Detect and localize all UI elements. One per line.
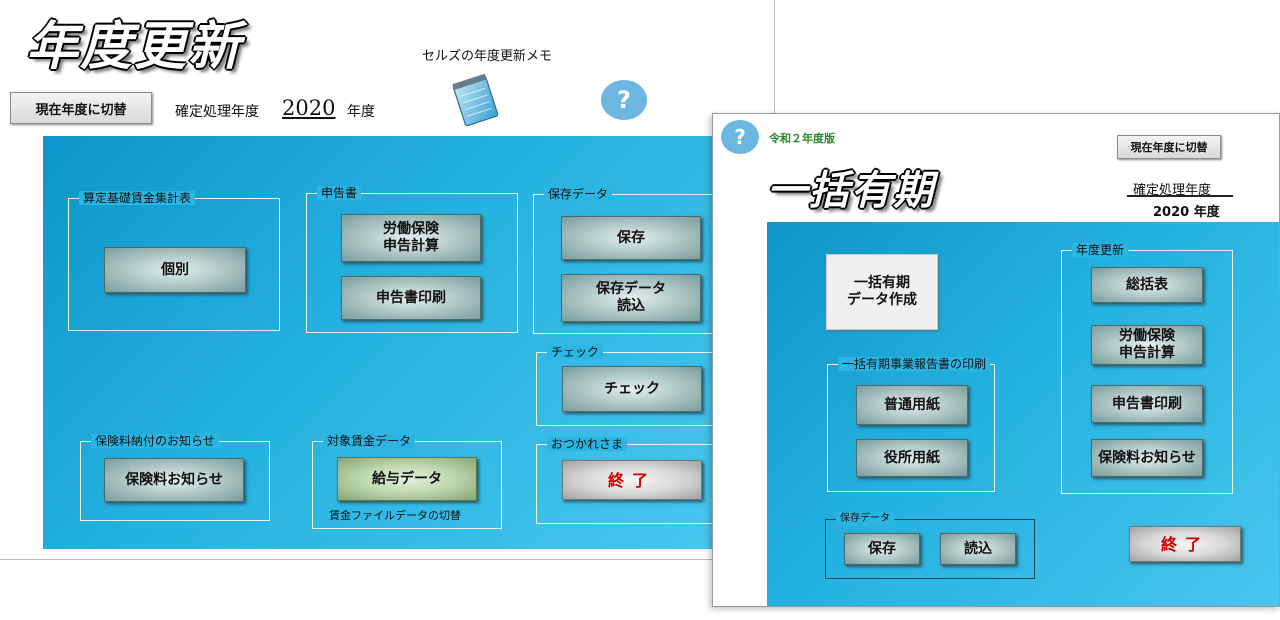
group-check: チェック チェック <box>536 345 723 426</box>
group-title: 保存データ <box>836 512 894 526</box>
exit-button[interactable]: 終了 <box>562 460 702 500</box>
group-hozon: 保存データ 保存 読込 <box>825 512 1035 579</box>
group-title: おつかれさま <box>547 437 628 451</box>
load-button[interactable]: 読込 <box>940 533 1016 565</box>
group-otsukare: おつかれさま 終了 <box>536 437 723 524</box>
switch-current-year-button[interactable]: 現在年度に切替 <box>10 92 152 124</box>
help-icon[interactable]: ? <box>601 80 647 120</box>
group-title: 一括有期事業報告書の印刷 <box>838 357 991 371</box>
office-paper-button[interactable]: 役所用紙 <box>856 439 968 477</box>
kakutei-year-label: 確定処理年度 <box>175 104 259 120</box>
memo-label: セルズの年度更新メモ <box>422 49 553 64</box>
exit-button[interactable]: 終了 <box>1129 526 1241 562</box>
hokenryo-notice-button[interactable]: 保険料お知らせ <box>104 458 244 502</box>
kyuyo-data-button[interactable]: 給与データ <box>337 457 477 501</box>
group-title: 保存データ <box>544 187 613 201</box>
group-santei: 算定基礎賃金集計表 個別 <box>68 191 280 331</box>
nendo-suffix: 年度 <box>347 104 375 120</box>
main-panel: 一括有期 データ作成 一括有期事業報告書の印刷 普通用紙 役所用紙 年度更新 総… <box>767 222 1279 606</box>
version-label: 令和２年度版 <box>769 132 835 145</box>
hokenryo-notice-button[interactable]: 保険料お知らせ <box>1091 439 1203 477</box>
save-button[interactable]: 保存 <box>844 533 920 565</box>
group-title: チェック <box>547 345 604 359</box>
roudou-hoken-calc-button[interactable]: 労働保険 申告計算 <box>341 214 481 262</box>
group-report-print: 一括有期事業報告書の印刷 普通用紙 役所用紙 <box>827 357 995 492</box>
kakutei-year-value: 2020 <box>282 96 336 120</box>
group-taisho: 対象賃金データ 給与データ 賃金ファイルデータの切替 <box>312 434 502 529</box>
roudou-hoken-calc-button[interactable]: 労働保険 申告計算 <box>1091 325 1203 365</box>
switch-current-year-button[interactable]: 現在年度に切替 <box>1117 135 1221 159</box>
group-hozon: 保存データ 保存 保存データ 読込 <box>533 187 723 334</box>
group-title: 対象賃金データ <box>323 434 416 448</box>
check-button[interactable]: チェック <box>562 366 702 412</box>
group-shinkoku: 申告書 労働保険 申告計算 申告書印刷 <box>306 186 518 333</box>
notepad-icon[interactable] <box>446 70 504 128</box>
window-title: 一括有期 <box>767 168 935 214</box>
save-button[interactable]: 保存 <box>561 216 701 260</box>
window-title: 年度更新 <box>26 17 243 77</box>
group-title: 保険料納付のお知らせ <box>91 434 219 448</box>
group-nendo: 年度更新 総括表 労働保険 申告計算 申告書印刷 保険料お知らせ <box>1061 243 1233 494</box>
kakutei-year-label: 確定処理年度 <box>1133 183 1212 198</box>
kobetsu-button[interactable]: 個別 <box>104 247 246 293</box>
group-hokenryo: 保険料納付のお知らせ 保険料お知らせ <box>80 434 270 521</box>
nendo-koshin-window: 年度更新 現在年度に切替 確定処理年度 2020 年度 セルズの年度更新メモ ?… <box>0 0 775 560</box>
help-icon[interactable]: ? <box>721 120 759 154</box>
create-data-button[interactable]: 一括有期 データ作成 <box>826 254 938 330</box>
group-title: 申告書 <box>317 186 362 200</box>
normal-paper-button[interactable]: 普通用紙 <box>856 385 968 425</box>
shinkoku-print-button[interactable]: 申告書印刷 <box>341 276 481 320</box>
divider <box>1127 195 1233 197</box>
load-saved-data-button[interactable]: 保存データ 読込 <box>561 274 701 322</box>
group-title: 年度更新 <box>1072 243 1129 257</box>
group-title: 算定基礎賃金集計表 <box>79 191 196 205</box>
shinkoku-print-button[interactable]: 申告書印刷 <box>1091 385 1203 423</box>
chingin-file-note: 賃金ファイルデータの切替 <box>329 509 461 522</box>
summary-table-button[interactable]: 総括表 <box>1091 267 1203 303</box>
main-panel: 算定基礎賃金集計表 個別 申告書 労働保険 申告計算 申告書印刷 保存データ 保… <box>43 136 723 549</box>
ikkatsu-yuki-window: ? 令和２年度版 一括有期 現在年度に切替 確定処理年度 2020 年度 一括有… <box>712 113 1280 607</box>
kakutei-year-value: 2020 年度 <box>1153 205 1220 220</box>
